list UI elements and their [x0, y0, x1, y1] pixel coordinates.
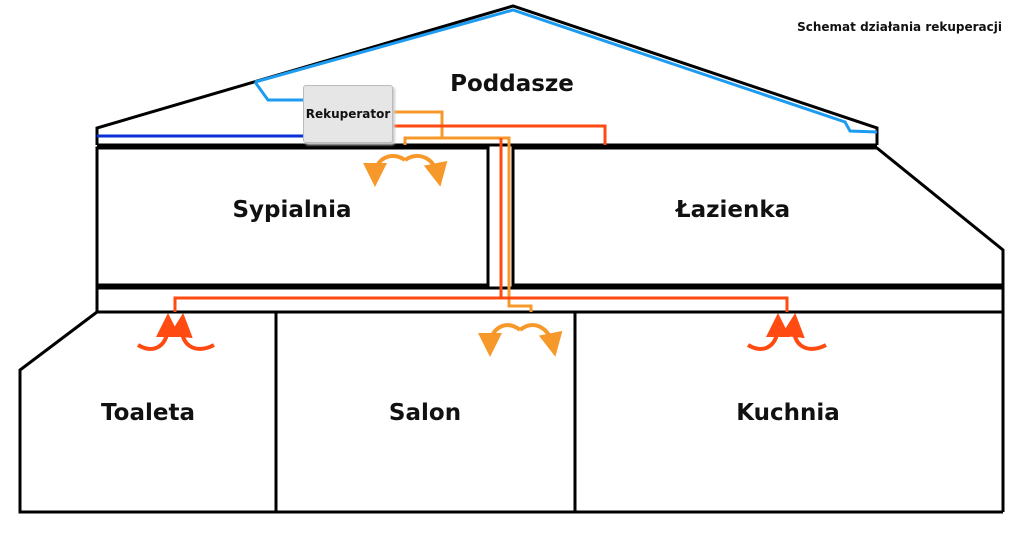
exhaust-arrows-bedroom	[363, 154, 448, 187]
recuperator-unit: Rekuperator	[303, 85, 393, 143]
room-label-attic: Poddasze	[450, 71, 574, 97]
room-label-living: Salon	[388, 400, 462, 426]
roof	[95, 4, 879, 147]
supply-duct	[173, 124, 789, 312]
diagram-title: Schemat działania rekuperacji	[797, 20, 1002, 34]
room-label-bathroom: Łazienka	[675, 197, 791, 223]
supply-arrows-toilet	[136, 313, 215, 351]
exhaust-duct	[391, 110, 533, 312]
supply-arrows-kitchen	[746, 313, 827, 351]
room-label-toilet: Toaleta	[101, 400, 195, 426]
room-label-kitchen: Kuchnia	[736, 400, 840, 426]
room-label-bedroom: Sypialnia	[232, 197, 352, 223]
exhaust-arrows-salon	[478, 323, 563, 357]
first-floor-walls	[95, 146, 1005, 312]
ground-floor-walls	[18, 310, 1005, 514]
recuperator-label: Rekuperator	[305, 107, 391, 121]
